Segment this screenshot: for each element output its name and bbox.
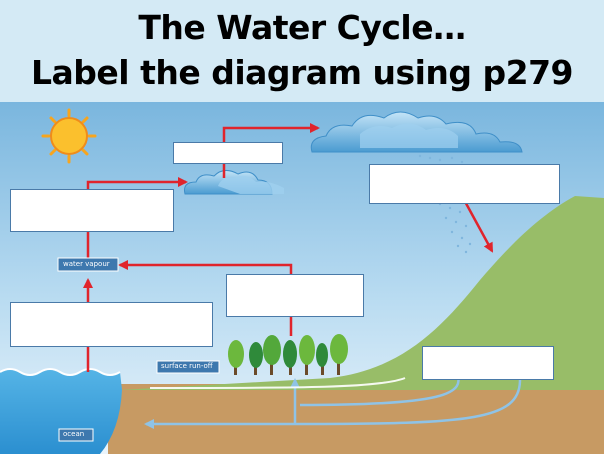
tree-icon [249, 342, 263, 375]
sea-foam [0, 368, 121, 376]
ocean-label: ocean [63, 430, 85, 438]
tree-icon [299, 335, 315, 375]
water-vapour-tag [57, 257, 119, 272]
surface-runoff-arrow [149, 377, 406, 389]
page-subtitle: Label the diagram using p279 [30, 53, 574, 92]
answer-box-evaporation[interactable] [10, 302, 213, 347]
ocean-tag [58, 428, 94, 442]
answer-box-groundwater[interactable] [422, 346, 554, 380]
tree-icon [263, 335, 281, 375]
tree-icon [330, 334, 348, 375]
water-vapour-label: water vapour [63, 260, 110, 268]
ground-layer [108, 384, 604, 454]
tree-icon [316, 343, 328, 375]
surface-runoff-tag [156, 360, 220, 374]
title-band [0, 0, 604, 102]
land-mountain [120, 196, 604, 390]
surface-runoff-label: surface run-off [161, 362, 213, 370]
vapour-rise-arrow [86, 177, 188, 258]
answer-box-precipitation[interactable] [369, 164, 560, 204]
cloud-icon [184, 170, 284, 195]
answer-box-water-vapour-rise[interactable] [10, 189, 174, 232]
answer-box-transpiration[interactable] [226, 274, 364, 317]
tree-icon [283, 340, 297, 375]
precipitation-arrow [460, 195, 494, 253]
page-title: The Water Cycle… [138, 8, 466, 47]
cloud-icon [310, 111, 523, 153]
answer-box-condensation[interactable] [173, 142, 283, 164]
groundwater-flow-arrow [144, 379, 522, 429]
trees [228, 334, 348, 375]
tree-icon [228, 340, 244, 375]
sun-icon [41, 108, 97, 164]
